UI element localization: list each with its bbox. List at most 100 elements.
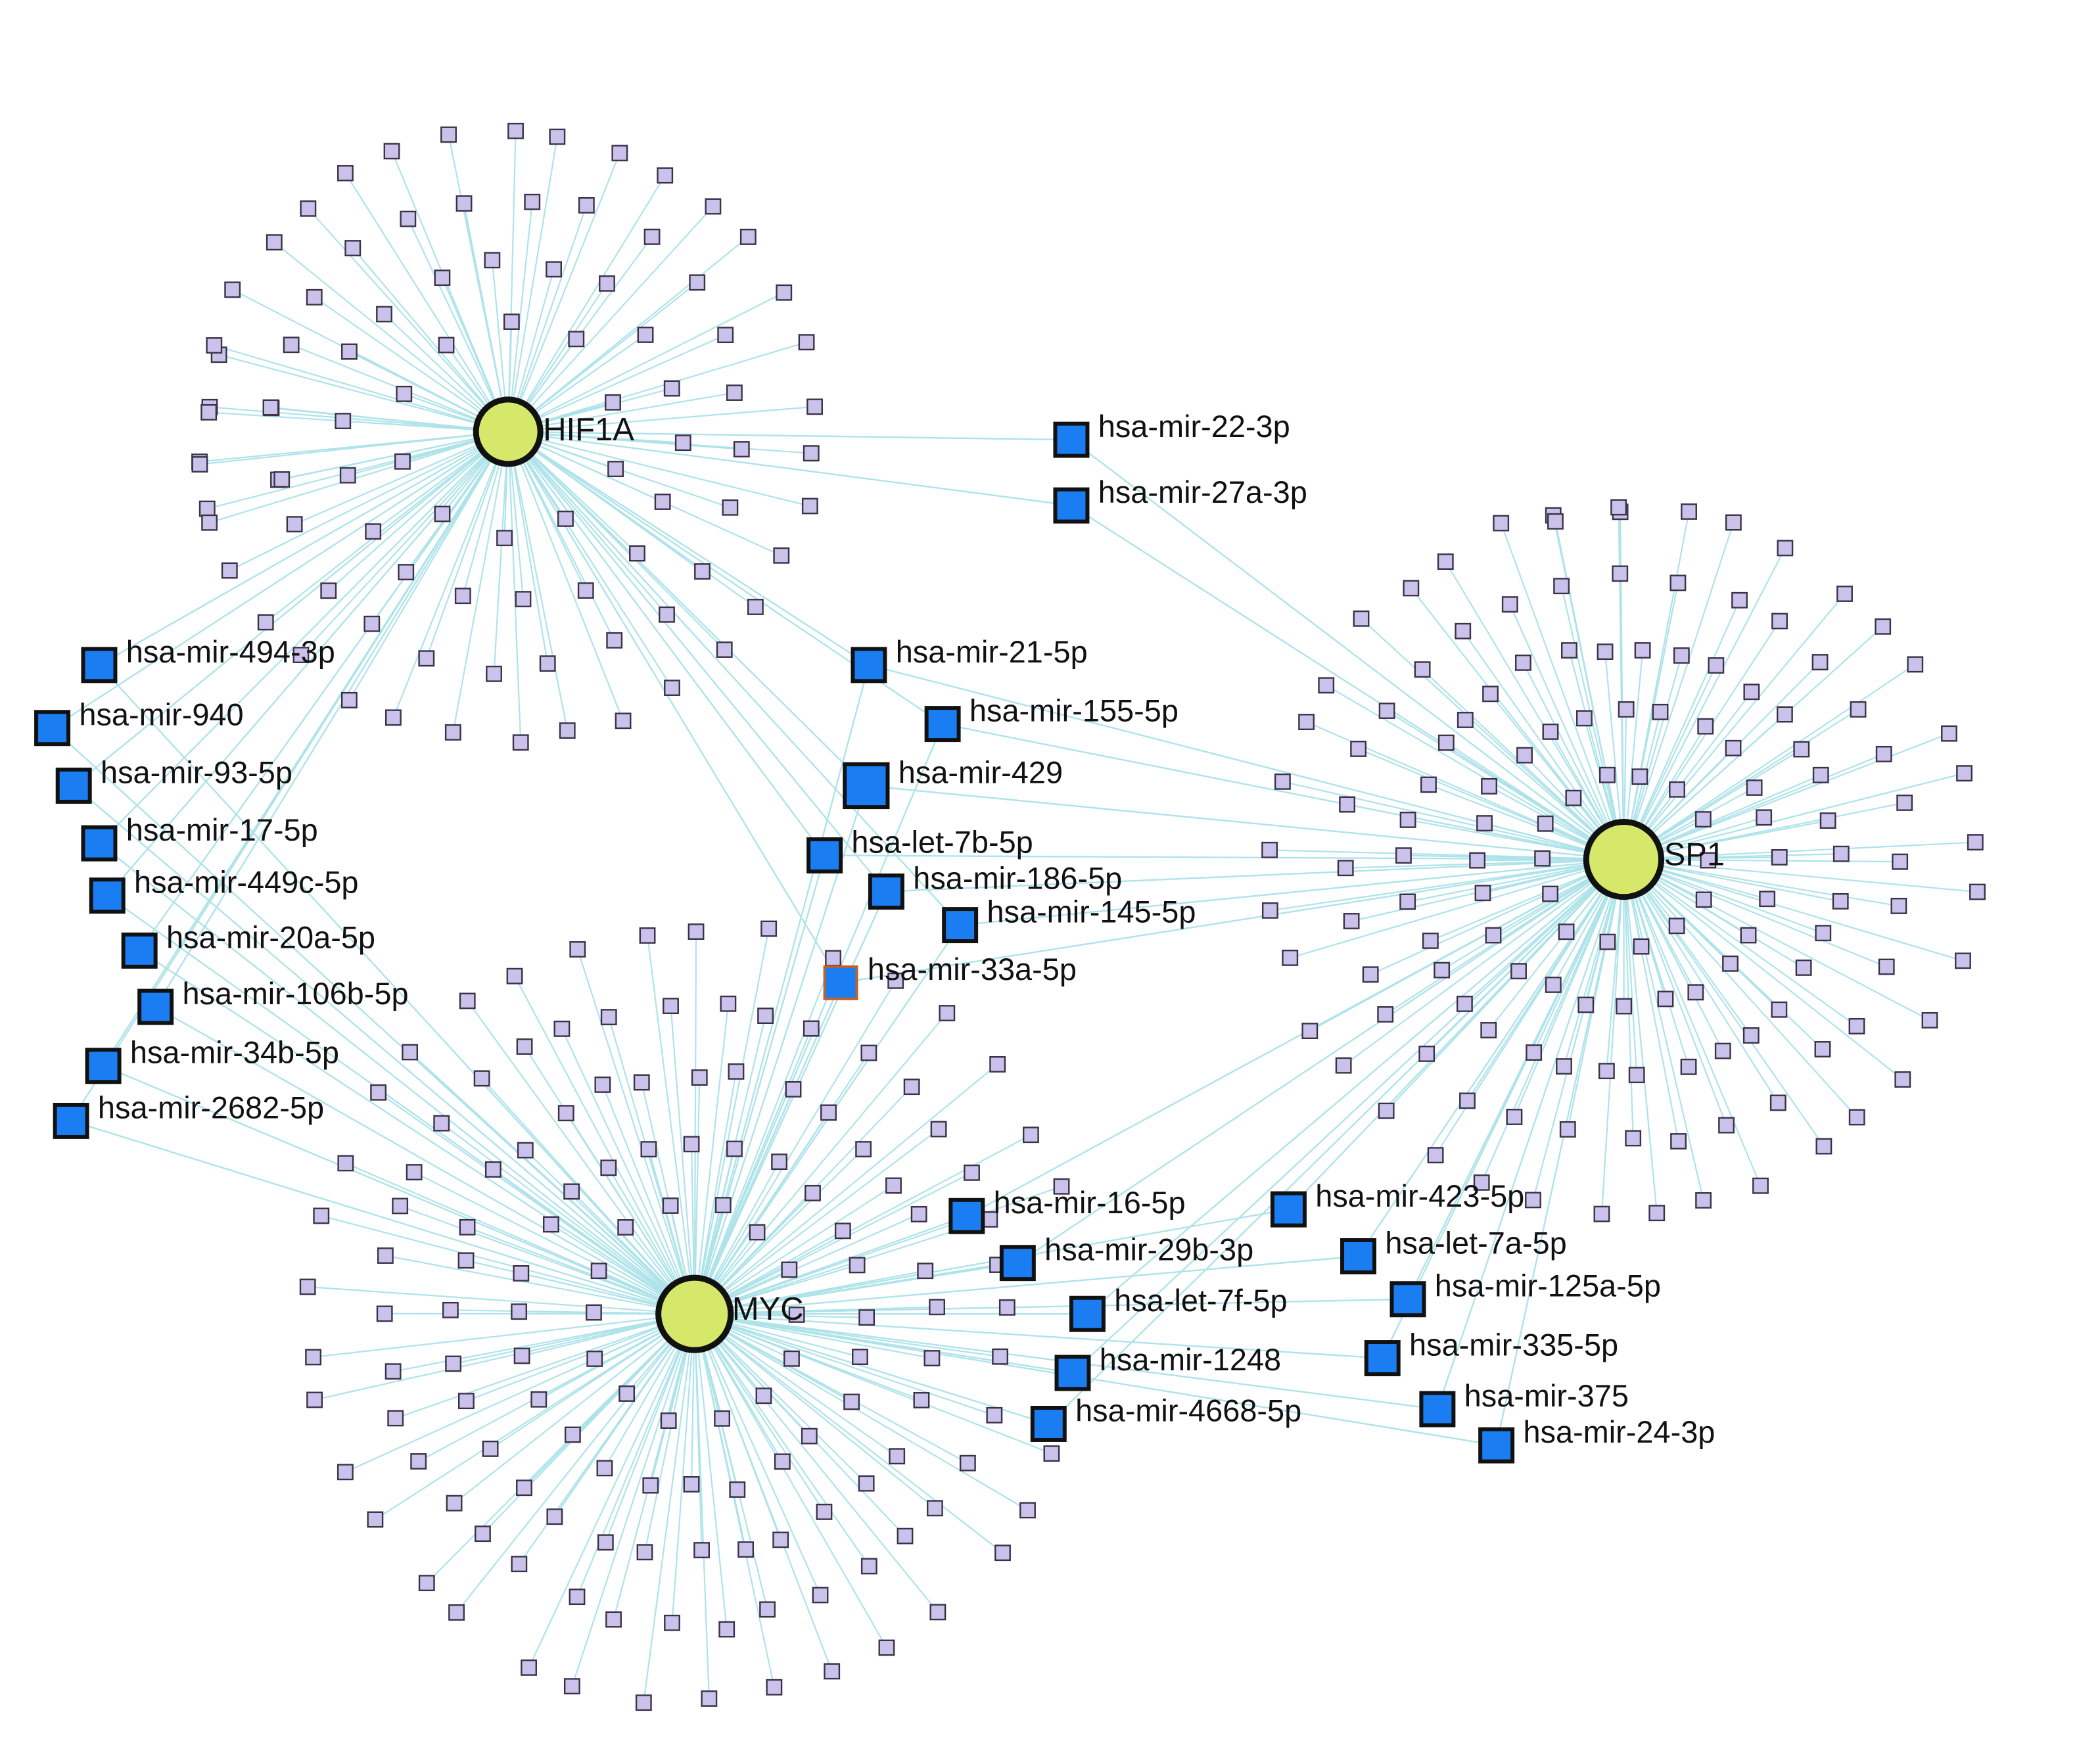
mirna-target-node[interactable] — [1670, 1133, 1687, 1149]
mirna-target-node[interactable] — [1414, 661, 1431, 678]
hub-node-myc[interactable] — [655, 1274, 734, 1353]
mirna-target-node[interactable] — [959, 1454, 976, 1472]
mirna-target-node[interactable] — [718, 1621, 735, 1638]
mirna-target-node[interactable] — [1559, 1121, 1576, 1138]
mirna-target-node[interactable] — [1634, 642, 1651, 659]
mirna-target-node[interactable] — [400, 210, 417, 227]
mirna-target-node[interactable] — [1526, 1044, 1543, 1061]
mirna-target-node[interactable] — [459, 992, 476, 1010]
mirna-target-node[interactable] — [1687, 984, 1704, 1001]
mirna-target-node[interactable] — [1537, 815, 1554, 832]
mirna-target-node[interactable] — [1814, 1041, 1831, 1057]
mirna-target-node[interactable] — [1771, 849, 1788, 866]
mirna-target-node[interactable] — [929, 1299, 946, 1316]
mirna-target-node[interactable] — [1812, 766, 1829, 783]
mirna-target-node[interactable] — [694, 563, 711, 580]
mirna-target-node[interactable] — [737, 1541, 755, 1558]
mirna-target-node[interactable] — [503, 313, 520, 330]
mirna-target-node[interactable] — [512, 734, 529, 751]
mirna-target-node[interactable] — [557, 1105, 574, 1122]
mirna-target-node[interactable] — [889, 1448, 906, 1465]
mirna-target-node[interactable] — [717, 327, 734, 344]
mirna-target-node[interactable] — [1695, 891, 1712, 908]
mirna-node-hsa-mir-155-5p[interactable] — [924, 706, 961, 743]
mirna-target-node[interactable] — [660, 1412, 677, 1429]
mirna-target-node[interactable] — [606, 632, 623, 649]
mirna-target-node[interactable] — [1339, 796, 1356, 813]
mirna-target-node[interactable] — [803, 445, 820, 462]
mirna-target-node[interactable] — [1756, 809, 1773, 826]
mirna-target-node[interactable] — [618, 1385, 636, 1402]
mirna-target-node[interactable] — [320, 582, 337, 599]
mirna-target-node[interactable] — [1795, 959, 1812, 976]
mirna-target-node[interactable] — [1437, 734, 1455, 751]
mirna-target-node[interactable] — [1456, 996, 1473, 1012]
mirna-target-node[interactable] — [306, 1391, 323, 1408]
mirna-target-node[interactable] — [586, 1351, 603, 1367]
mirna-target-node[interactable] — [1298, 714, 1315, 730]
mirna-target-node[interactable] — [383, 143, 400, 160]
mirna-target-node[interactable] — [705, 198, 722, 215]
mirna-target-node[interactable] — [221, 562, 238, 579]
mirna-target-node[interactable] — [885, 1177, 902, 1194]
mirna-target-node[interactable] — [444, 724, 461, 741]
mirna-target-node[interactable] — [910, 1206, 927, 1222]
mirna-node-hsa-mir-93-5p[interactable] — [55, 767, 92, 804]
mirna-target-node[interactable] — [726, 384, 743, 401]
mirna-target-node[interactable] — [1718, 1117, 1735, 1134]
mirna-target-node[interactable] — [559, 722, 576, 739]
mirna-target-node[interactable] — [563, 1183, 580, 1200]
mirna-target-node[interactable] — [760, 920, 778, 937]
mirna-target-node[interactable] — [664, 1614, 680, 1631]
mirna-target-node[interactable] — [1652, 703, 1669, 720]
mirna-target-node[interactable] — [1769, 1094, 1786, 1111]
mirna-target-node[interactable] — [1378, 1102, 1395, 1119]
mirna-target-node[interactable] — [569, 941, 586, 958]
mirna-target-node[interactable] — [1420, 776, 1437, 793]
mirna-target-node[interactable] — [484, 252, 501, 269]
mirna-target-node[interactable] — [1752, 1177, 1769, 1194]
mirna-target-node[interactable] — [657, 167, 674, 184]
mirna-target-node[interactable] — [664, 680, 680, 696]
mirna-target-node[interactable] — [798, 334, 815, 351]
mirna-target-node[interactable] — [553, 1020, 571, 1037]
mirna-target-node[interactable] — [1514, 654, 1531, 671]
mirna-target-node[interactable] — [511, 1556, 528, 1573]
mirna-target-node[interactable] — [257, 614, 274, 631]
mirna-target-node[interactable] — [772, 1531, 789, 1548]
mirna-target-node[interactable] — [600, 1159, 617, 1176]
mirna-target-node[interactable] — [1343, 913, 1360, 929]
mirna-target-node[interactable] — [1892, 853, 1909, 870]
mirna-node-hsa-mir-335-5p[interactable] — [1364, 1340, 1401, 1377]
mirna-target-node[interactable] — [473, 1070, 490, 1087]
mirna-target-node[interactable] — [1955, 952, 1971, 969]
mirna-target-node[interactable] — [998, 1299, 1015, 1316]
mirna-target-node[interactable] — [1437, 553, 1454, 570]
mirna-target-node[interactable] — [513, 1347, 530, 1364]
mirna-target-node[interactable] — [929, 1604, 946, 1621]
mirna-target-node[interactable] — [1875, 618, 1892, 635]
mirna-target-node[interactable] — [788, 1306, 805, 1323]
mirna-target-node[interactable] — [1318, 677, 1335, 694]
mirna-target-node[interactable] — [305, 1349, 322, 1366]
mirna-target-node[interactable] — [1301, 1023, 1318, 1040]
mirna-node-hsa-mir-29b-3p[interactable] — [999, 1245, 1036, 1282]
mirna-target-node[interactable] — [365, 523, 382, 540]
mirna-target-node[interactable] — [701, 1690, 718, 1707]
mirna-target-node[interactable] — [674, 434, 691, 452]
mirna-node-hsa-mir-449c-5p[interactable] — [89, 877, 126, 914]
mirna-target-node[interactable] — [1545, 977, 1562, 993]
mirna-target-node[interactable] — [1633, 938, 1650, 955]
mirna-target-node[interactable] — [1043, 1445, 1060, 1462]
mirna-target-node[interactable] — [1506, 1109, 1523, 1125]
mirna-target-node[interactable] — [1681, 503, 1697, 520]
mirna-target-node[interactable] — [542, 1216, 559, 1233]
mirna-target-node[interactable] — [913, 1392, 930, 1408]
mirna-target-node[interactable] — [816, 1503, 833, 1520]
mirna-target-node[interactable] — [1493, 515, 1510, 532]
mirna-target-node[interactable] — [1848, 1109, 1865, 1126]
mirna-target-node[interactable] — [1680, 1058, 1697, 1075]
mirna-target-node[interactable] — [1399, 812, 1416, 828]
mirna-target-node[interactable] — [1967, 834, 1984, 850]
mirna-target-node[interactable] — [1618, 701, 1635, 718]
